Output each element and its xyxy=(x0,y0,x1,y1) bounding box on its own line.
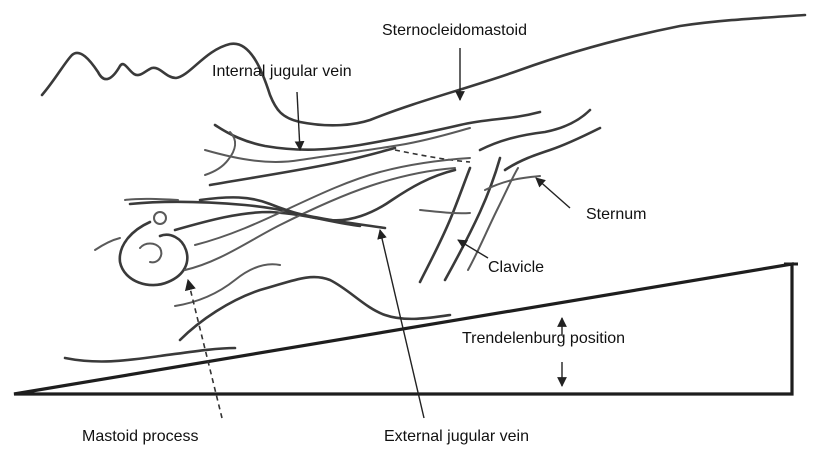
internal-jugular-vein-line xyxy=(210,148,395,185)
sketch-stroke-2 xyxy=(420,210,470,213)
shoulder-contour xyxy=(180,277,450,340)
torso-contour xyxy=(175,264,280,306)
leader-sternum xyxy=(536,178,570,208)
label-mastoid-process: Mastoid process xyxy=(82,429,199,445)
ear-canal xyxy=(154,212,166,224)
sternum-bone-2 xyxy=(505,128,600,170)
label-clavicle: Clavicle xyxy=(488,260,544,276)
leader-external-jugular-vein xyxy=(380,230,424,418)
sternum-bone xyxy=(480,110,590,150)
sketch-stroke-1 xyxy=(125,199,178,200)
internal-jugular-vein-dashed xyxy=(395,150,470,162)
label-external-jugular-vein: External jugular vein xyxy=(384,429,529,445)
label-trendelenburg-position: Trendelenburg position xyxy=(462,331,625,347)
label-sternum: Sternum xyxy=(586,207,646,223)
label-internal-jugular-vein: Internal jugular vein xyxy=(212,64,352,80)
external-jugular-vein-line xyxy=(200,170,455,220)
back-contour xyxy=(65,348,235,362)
sternocleidomastoid-muscle-lower xyxy=(205,128,470,162)
clavicle-bone xyxy=(420,168,470,282)
sketch-stroke-3 xyxy=(95,238,120,250)
label-sternocleidomastoid: Sternocleidomastoid xyxy=(382,23,527,39)
ear-outline xyxy=(120,222,187,285)
ear-inner xyxy=(140,244,161,263)
